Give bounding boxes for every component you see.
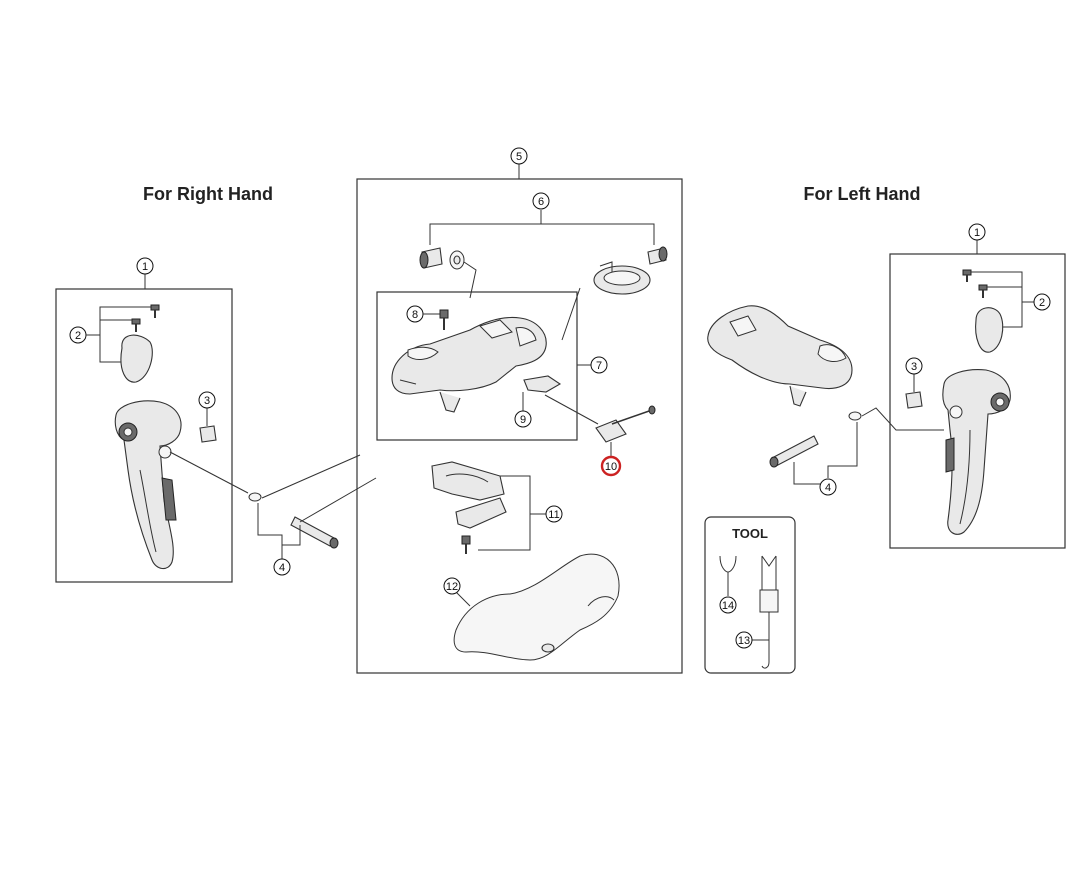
callout-5[interactable]: 5 (510, 147, 528, 165)
main-body-left (707, 305, 853, 407)
callout-6[interactable]: 6 (532, 192, 550, 210)
callout-13[interactable]: 13 (735, 631, 753, 649)
svg-text:10: 10 (605, 461, 617, 473)
hood-cover-left (975, 307, 1004, 353)
callout-7[interactable]: 7 (590, 356, 608, 374)
tool-frame (704, 516, 796, 674)
e-clip-right (248, 492, 262, 502)
svg-text:11: 11 (548, 509, 559, 521)
svg-text:2: 2 (1039, 297, 1045, 309)
tool-13 (759, 555, 779, 669)
callout-1-right[interactable]: 1 (136, 257, 154, 275)
screw-left-top (962, 269, 972, 282)
right-hand-frame (55, 288, 233, 583)
bracket-cover-12 (453, 553, 620, 661)
svg-text:12: 12 (446, 581, 458, 593)
leader-2-left (971, 271, 1023, 328)
leader-4-left (793, 422, 858, 485)
small-screw-8 (439, 309, 449, 330)
svg-text:8: 8 (412, 309, 418, 321)
screw-right-top (150, 304, 160, 318)
leader-11 (478, 475, 546, 551)
callout-14[interactable]: 14 (719, 596, 737, 614)
callout-1-left[interactable]: 1 (968, 223, 986, 241)
svg-text:9: 9 (520, 414, 526, 426)
shift-lever-right (114, 400, 182, 570)
svg-text:4: 4 (825, 482, 831, 494)
leader-4-right (257, 503, 301, 560)
svg-text:14: 14 (722, 600, 734, 612)
hood-cover-right (120, 334, 153, 383)
lever-pin-left (769, 435, 819, 468)
spring-block-left (905, 391, 923, 409)
callout-4-left[interactable]: 4 (819, 478, 837, 496)
svg-text:1: 1 (142, 261, 148, 273)
callout-8[interactable]: 8 (406, 305, 424, 323)
left-hand-title: For Left Hand (804, 184, 921, 204)
inner-unit-11 (431, 461, 507, 554)
right-hand-title: For Right Hand (143, 184, 273, 204)
clamp-washer (449, 250, 465, 270)
svg-text:7: 7 (596, 360, 602, 372)
clamp-screw (647, 246, 668, 265)
svg-text:6: 6 (538, 196, 544, 208)
callout-2-left[interactable]: 2 (1033, 293, 1051, 311)
callout-10-highlighted[interactable]: 10 (600, 455, 622, 477)
svg-text:2: 2 (75, 330, 81, 342)
callout-4-right[interactable]: 4 (273, 558, 291, 576)
screw-left-lower (978, 284, 988, 298)
svg-text:3: 3 (204, 395, 210, 407)
svg-text:13: 13 (738, 635, 750, 647)
svg-text:4: 4 (279, 562, 285, 574)
tool-title: TOOL (732, 526, 768, 541)
spring-block-right (199, 425, 217, 443)
leader-7 (576, 348, 591, 388)
svg-text:1: 1 (974, 227, 980, 239)
callout-12[interactable]: 12 (443, 577, 461, 595)
callout-11[interactable]: 11 (545, 505, 563, 523)
svg-text:5: 5 (516, 151, 522, 163)
e-clip-left (848, 411, 862, 421)
clamp-bolt (419, 247, 443, 269)
callout-9[interactable]: 9 (514, 410, 532, 428)
shift-lever-left (942, 369, 1011, 535)
release-lever-9 (523, 375, 562, 393)
callout-2-right[interactable]: 2 (69, 326, 87, 344)
tool-14 (719, 555, 737, 596)
leader-6 (429, 210, 655, 245)
screw-right-lower (131, 318, 141, 332)
main-body (391, 316, 547, 413)
svg-text:3: 3 (911, 361, 917, 373)
lever-pin-right (290, 516, 339, 549)
cover-plate-10 (595, 405, 656, 443)
clamp-band (593, 261, 651, 295)
callout-3-left[interactable]: 3 (905, 357, 923, 375)
callout-3-right[interactable]: 3 (198, 391, 216, 409)
